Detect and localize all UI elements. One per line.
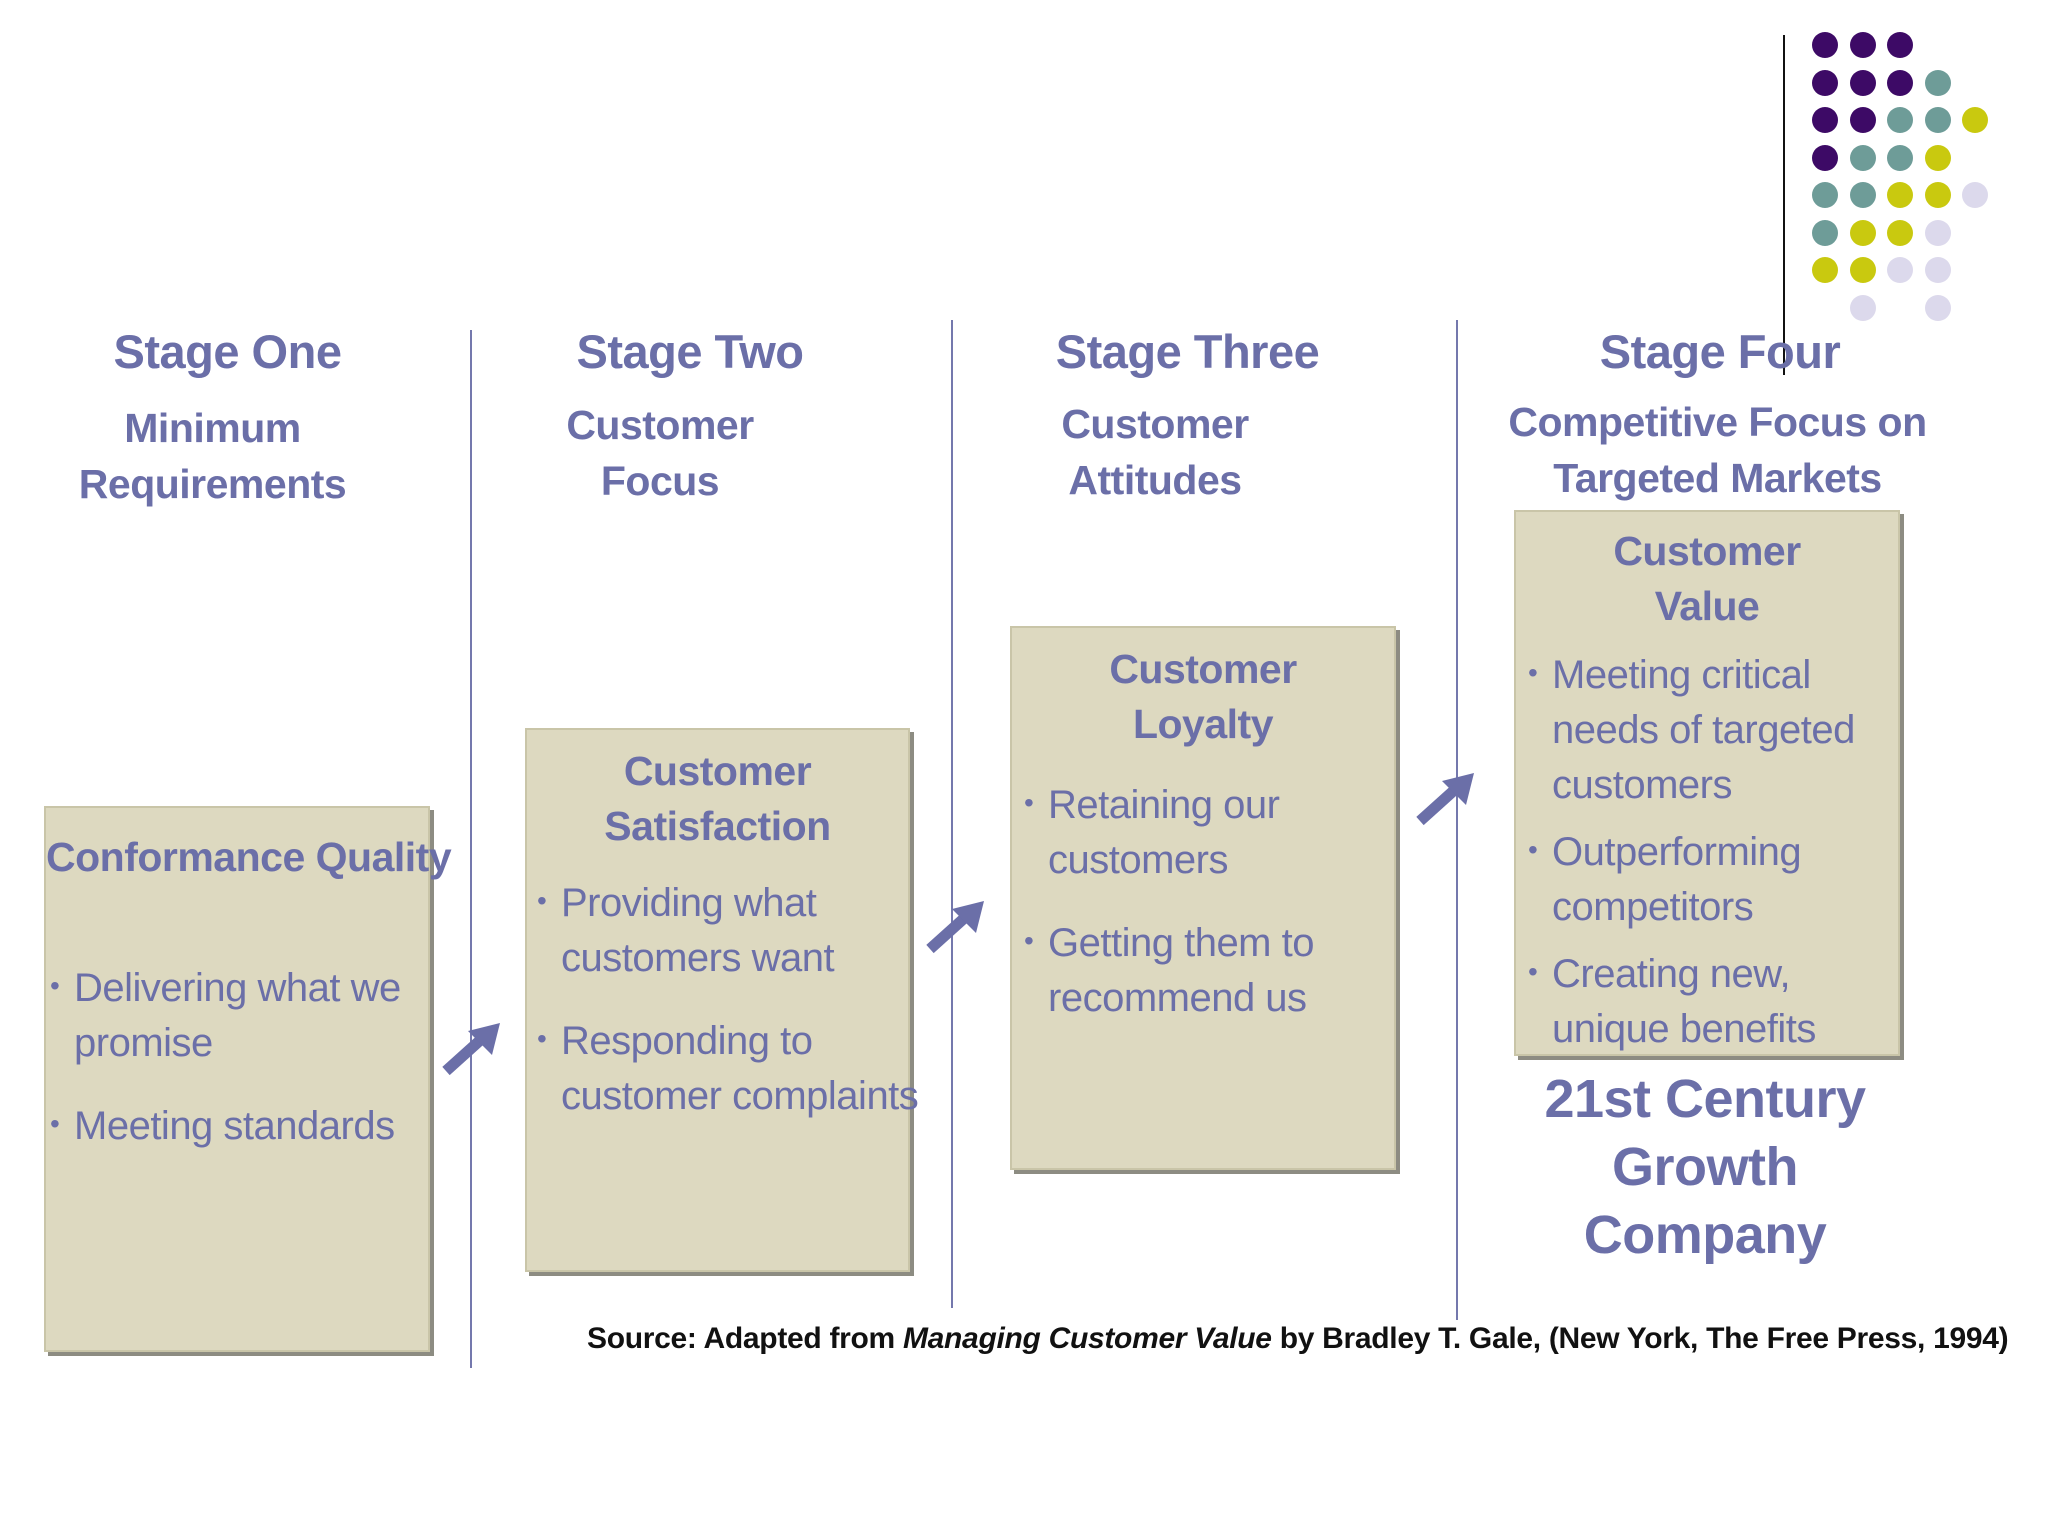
decorative-dot: [1812, 144, 1838, 171]
decorative-dot: [1849, 107, 1876, 133]
stage-four-box: Customer Value •Meeting critical needs o…: [1514, 510, 1900, 1056]
decorative-dot: [1812, 257, 1838, 283]
decorative-dot: [1924, 182, 1951, 208]
stage-four-box-title: Customer Value: [1613, 528, 1801, 629]
decorative-dot: [1887, 107, 1913, 133]
stage-one-title: Stage One: [113, 325, 342, 378]
decorative-dot: [1924, 294, 1951, 321]
decorative-dot: [1887, 32, 1913, 58]
stage-two-box-title: Customer Satisfaction: [604, 748, 831, 849]
list-item: •Outperforming competitors: [1528, 830, 1802, 929]
stage-three-subtitle: Customer Attitudes: [1061, 401, 1249, 503]
list-item: •Responding to customer complaints: [537, 1019, 919, 1118]
stage-one-box: Conformance Quality •Delivering what we …: [44, 806, 452, 1352]
list-item: •Retaining our customers: [1024, 783, 1280, 882]
stage-three-title: Stage Three: [1055, 325, 1320, 378]
stage-four-bullets: •Meeting critical needs of targeted cust…: [1528, 648, 1888, 1057]
stage-three-box: Customer Loyalty •Retaining our customer…: [1010, 626, 1396, 1170]
stage-three-box-title: Customer Loyalty: [1109, 646, 1297, 747]
source-prefix: Source: Adapted from: [587, 1322, 903, 1355]
decorative-dot: [1887, 182, 1913, 208]
arrow-icon: [1416, 773, 1474, 826]
stage-one-box-title: Conformance Quality: [46, 834, 452, 880]
list-item: •Creating new, unique benefits: [1528, 952, 1816, 1051]
list-item: •Delivering what we promise: [50, 966, 401, 1065]
decorative-dot: [1887, 144, 1913, 171]
source-citation: Source: Adapted from Managing Customer V…: [587, 1322, 2009, 1356]
decorative-dot: [1887, 257, 1913, 283]
decorative-dot: [1924, 219, 1951, 246]
decorative-dot: [1849, 69, 1876, 96]
decorative-dot: [1849, 257, 1876, 283]
decorative-dot: [1849, 294, 1876, 321]
arrow-icon: [926, 901, 984, 954]
list-item: •Meeting critical needs of targeted cust…: [1528, 653, 1855, 807]
decorative-vertical-rule: [1783, 35, 1785, 375]
decorative-dot: [1849, 219, 1876, 246]
stage-three-bullets: •Retaining our customers •Getting them t…: [1024, 778, 1384, 1026]
decorative-dot: [1812, 107, 1838, 133]
growth-company-label: 21st Century Growth Company: [1544, 1069, 1866, 1265]
decorative-dot: [1812, 32, 1838, 58]
list-item: •Meeting standards: [50, 1104, 395, 1148]
stage-divider-1: [470, 330, 472, 1368]
stage-one-bullets: •Delivering what we promise •Meeting sta…: [50, 961, 418, 1154]
stage-two-box: Customer Satisfaction •Providing what cu…: [525, 728, 919, 1272]
decorative-dot: [1812, 219, 1838, 246]
decorative-dot: [1812, 182, 1838, 208]
stage-two-title: Stage Two: [576, 325, 804, 378]
decorative-dot: [1962, 107, 1988, 133]
list-item: •Getting them to recommend us: [1024, 921, 1314, 1020]
stage-two-subtitle: Customer Focus: [566, 402, 754, 504]
decorative-dot: [1887, 219, 1913, 246]
source-book-title: Managing Customer Value: [902, 1322, 1272, 1355]
decorative-dot: [1924, 144, 1951, 171]
source-suffix: by Bradley T. Gale, (New York, The Free …: [1271, 1322, 2009, 1355]
decorative-dot: [1849, 32, 1876, 58]
decorative-dot-grid: [1812, 32, 2022, 332]
stage-two-bullets: •Providing what customers want •Respondi…: [537, 876, 919, 1124]
decorative-dot: [1812, 69, 1838, 96]
decorative-dot: [1924, 69, 1951, 96]
stage-four-title: Stage Four: [1599, 325, 1841, 378]
decorative-dot: [1849, 182, 1876, 208]
stage-divider-3: [1456, 320, 1458, 1320]
decorative-dot: [1849, 144, 1876, 171]
stage-one-subtitle: Minimum Requirements: [78, 405, 347, 507]
decorative-dot: [1924, 107, 1951, 133]
stage-four-subtitle: Competitive Focus on Targeted Markets: [1508, 399, 1927, 501]
list-item: •Providing what customers want: [537, 881, 835, 980]
stage-divider-2: [951, 320, 953, 1308]
decorative-dot: [1887, 69, 1913, 96]
decorative-dot: [1924, 257, 1951, 283]
arrow-icon: [442, 1023, 500, 1076]
decorative-dot: [1962, 182, 1988, 208]
